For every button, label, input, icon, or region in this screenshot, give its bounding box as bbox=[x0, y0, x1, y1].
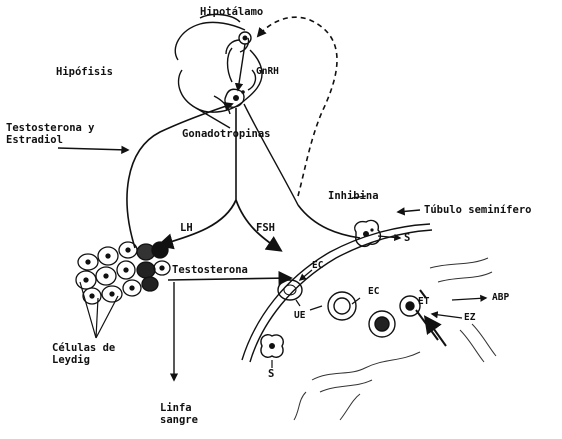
testosterona-arrow bbox=[168, 278, 290, 280]
inhibina-feedback-dashed bbox=[258, 17, 337, 196]
pituitary-inhibina-line bbox=[244, 104, 298, 205]
ez-pointer bbox=[432, 314, 462, 318]
label-celulas-leydig: Células de Leydig bbox=[52, 342, 115, 366]
label-inhibina: Inhibina bbox=[328, 190, 379, 202]
label-linfa-sangre: Linfa sangre bbox=[160, 402, 198, 426]
lumen-scribbles bbox=[294, 258, 496, 420]
label-s-bottom: S bbox=[268, 368, 274, 380]
hypothalamus-nucleus bbox=[239, 32, 251, 44]
spermatocyte-chain bbox=[328, 292, 420, 337]
label-lh: LH bbox=[180, 222, 193, 234]
label-fsh: FSH bbox=[256, 222, 275, 234]
abp-arrow bbox=[452, 298, 486, 300]
sertoli-cell-bottom bbox=[261, 335, 283, 358]
pituitary-gland bbox=[225, 89, 245, 107]
label-ec-left: EC bbox=[312, 260, 323, 272]
label-hipotalamo: Hipotálamo bbox=[200, 6, 263, 18]
label-ec-right: EC bbox=[368, 286, 379, 298]
tubulo-pointer bbox=[398, 210, 420, 212]
label-ez: EZ bbox=[464, 312, 475, 324]
label-hipofisis: Hipófisis bbox=[56, 66, 113, 78]
label-testosterona-estradiol: Testosterona y Estradiol bbox=[6, 122, 95, 146]
label-ue: UE bbox=[294, 310, 305, 322]
label-s-top: S bbox=[404, 232, 410, 244]
label-tubulo-seminifero: Túbulo seminífero bbox=[424, 204, 531, 216]
label-gonadotropinas: Gonadotropinas bbox=[182, 128, 271, 140]
label-testosterona: Testosterona bbox=[172, 264, 248, 276]
ue-pointer bbox=[310, 306, 322, 310]
label-gnrh: GnRH bbox=[256, 66, 279, 78]
ue-pointer-2 bbox=[296, 300, 300, 306]
brain-outline bbox=[175, 15, 262, 128]
leydig-cluster bbox=[76, 242, 170, 304]
testosterona-pointer bbox=[58, 148, 128, 150]
inhibina-sertoli-line bbox=[298, 205, 360, 238]
label-abp: ABP bbox=[492, 292, 509, 304]
lh-arrow bbox=[160, 200, 236, 245]
label-et: ET bbox=[418, 296, 429, 308]
